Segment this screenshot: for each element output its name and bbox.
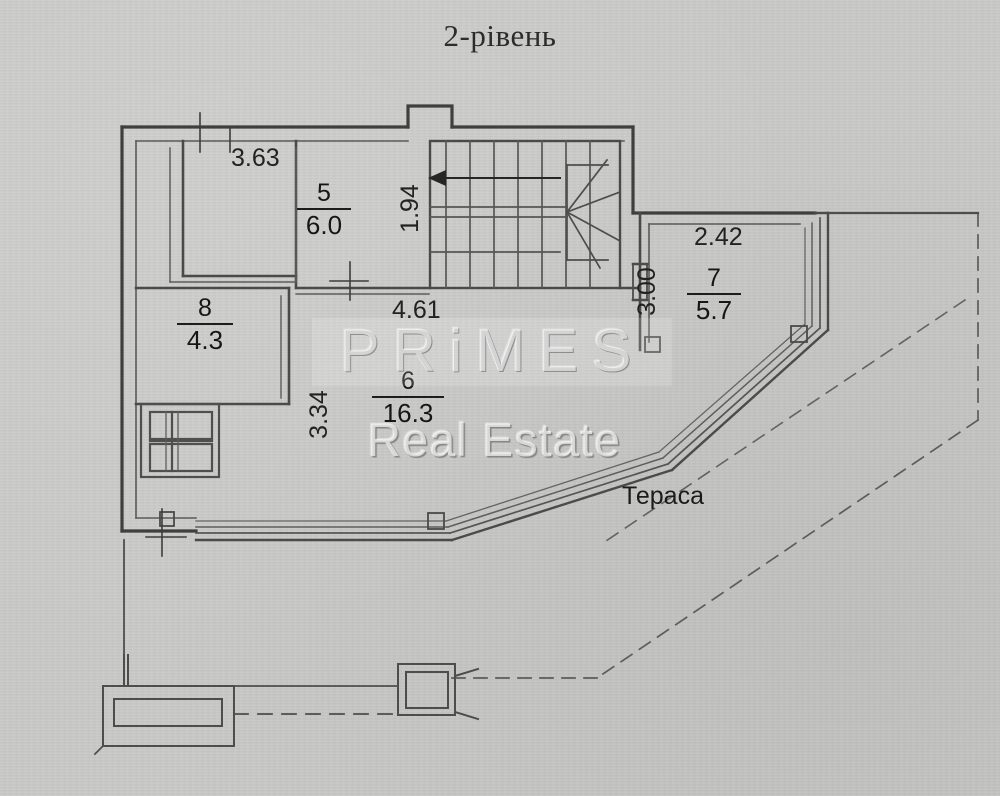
terrace-outer-wall [194, 211, 830, 542]
room-5-wall-inner [169, 147, 297, 283]
dimension-stair-width: 1.94 [395, 184, 424, 233]
dimension-room6-height: 3.34 [304, 390, 333, 439]
room-label-5: 5 6.0 [296, 180, 352, 240]
room-8-number: 8 [198, 294, 212, 322]
room-8-rule [177, 323, 233, 326]
window-assembly [139, 402, 221, 479]
left-boundary-line [93, 539, 125, 756]
room-6-area: 16.3 [382, 398, 434, 429]
building-outline [120, 104, 817, 533]
stair-arrow-head [428, 170, 446, 186]
page-title: 2-рівень [443, 18, 557, 53]
dimension-room7-height: 3.00 [632, 267, 661, 316]
terrace-wall-line-2 [195, 217, 822, 535]
room-7-inner [648, 223, 801, 343]
room-label-8: 8 4.3 [176, 295, 234, 355]
lower-right-box [397, 663, 480, 721]
terrace-wall-line-4 [195, 227, 806, 522]
window-mullions [165, 411, 179, 472]
staircase-treads [429, 140, 591, 289]
room-7-area: 5.7 [695, 295, 733, 326]
room-7-rule [687, 293, 741, 296]
terrace-label: Тераса [622, 482, 704, 510]
room-6-number: 6 [401, 367, 415, 395]
dimension-corridor-width: 4.61 [392, 296, 441, 324]
terrace-wall-posts [159, 325, 808, 530]
room-label-6: 6 16.3 [371, 368, 445, 428]
room-label-7: 7 5.7 [686, 265, 742, 325]
terrace-wall-line-3 [195, 222, 814, 528]
room-6-rule [372, 396, 444, 399]
dimension-room7-width: 2.42 [694, 223, 743, 251]
room-7-door-jamb [632, 263, 648, 301]
room-5-area: 6.0 [305, 210, 343, 241]
lower-left-structure [102, 654, 235, 747]
room-8-area: 4.3 [186, 325, 224, 356]
staircase-outline [428, 139, 622, 290]
lower-left-connector [233, 685, 399, 715]
staircase-winders [565, 158, 622, 270]
room-5-number: 5 [317, 179, 331, 207]
room-5-rule [297, 208, 351, 211]
dimension-top-left-width: 3.63 [231, 144, 280, 172]
dimension-ticks [145, 112, 369, 557]
terrace-dashed-inner [598, 298, 967, 547]
room-7-number: 7 [707, 264, 721, 292]
terrace-dashed-outline [451, 212, 980, 680]
